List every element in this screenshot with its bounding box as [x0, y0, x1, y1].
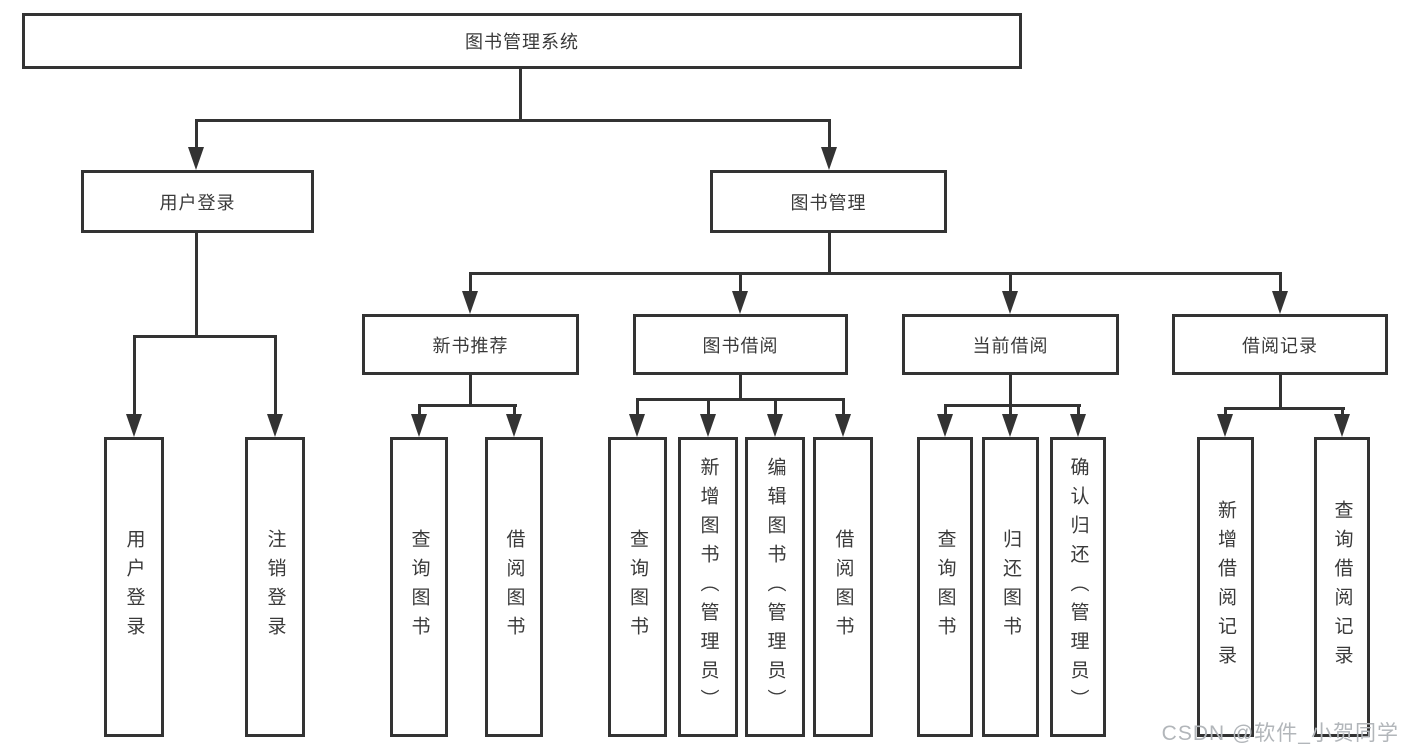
node-book-borrow: 图书借阅: [633, 314, 848, 375]
connector-line: [133, 335, 136, 417]
node-label: 图书管理: [790, 192, 867, 213]
arrow-down-icon: [835, 414, 851, 437]
node-library-management-system: 图书管理系统: [22, 13, 1022, 69]
arrow-down-icon: [732, 291, 748, 314]
connector-line: [774, 398, 777, 417]
node-label: 查询图书: [934, 529, 956, 645]
arrow-down-icon: [937, 414, 953, 437]
node-label: 查询借阅记录: [1331, 500, 1353, 674]
arrow-down-icon: [188, 147, 204, 170]
node-leaf-query-book-1: 查询图书: [390, 437, 448, 737]
arrow-down-icon: [267, 414, 283, 437]
node-label: 借阅图书: [832, 529, 854, 645]
node-leaf-edit-book-admin: 编辑图书（管理员）: [745, 437, 805, 737]
node-leaf-confirm-return-admin: 确认归还（管理员）: [1050, 437, 1106, 737]
arrow-down-icon: [1002, 414, 1018, 437]
connector-line: [1009, 272, 1012, 294]
connector-line: [418, 404, 517, 407]
node-label: 编辑图书（管理员）: [764, 456, 786, 718]
connector-line: [944, 404, 947, 418]
node-label: 查询图书: [408, 529, 430, 645]
node-label: 借阅图书: [503, 529, 525, 645]
csdn-watermark: CSDN @软件_小贺同学: [1161, 722, 1399, 745]
node-label: 借阅记录: [1242, 335, 1318, 356]
connector-line: [707, 398, 710, 417]
connector-line: [1224, 407, 1345, 410]
connector-line: [513, 404, 516, 418]
connector-line: [274, 335, 277, 417]
node-label: 确认归还（管理员）: [1067, 456, 1089, 718]
node-label: 新增图书（管理员）: [697, 456, 719, 718]
connector-line: [469, 272, 472, 294]
arrow-down-icon: [411, 414, 427, 437]
connector-line: [133, 335, 277, 338]
arrow-down-icon: [506, 414, 522, 437]
connector-line: [828, 233, 831, 275]
arrow-down-icon: [1070, 414, 1086, 437]
node-leaf-logout: 注销登录: [245, 437, 305, 737]
node-current-borrow: 当前借阅: [902, 314, 1119, 375]
node-label: 用户登录: [159, 192, 236, 213]
arrow-down-icon: [700, 414, 716, 437]
node-borrow-record: 借阅记录: [1172, 314, 1388, 375]
connector-line: [195, 233, 198, 338]
node-label: 当前借阅: [972, 335, 1049, 356]
node-leaf-borrow-book-1: 借阅图书: [485, 437, 543, 737]
node-user-login: 用户登录: [81, 170, 314, 233]
arrow-down-icon: [629, 414, 645, 437]
connector-line: [1279, 272, 1282, 294]
node-leaf-query-book-3: 查询图书: [917, 437, 973, 737]
node-label: 新书推荐: [432, 335, 509, 356]
node-leaf-add-borrow-record: 新增借阅记录: [1197, 437, 1254, 737]
node-label: 查询图书: [627, 529, 648, 645]
node-label: 图书借阅: [702, 335, 779, 356]
node-new-book-recommend: 新书推荐: [362, 314, 579, 375]
connector-line: [636, 398, 639, 417]
connector-line: [842, 398, 845, 417]
connector-line: [195, 119, 198, 149]
connector-line: [519, 68, 522, 122]
node-label: 新增借阅记录: [1215, 500, 1236, 674]
arrow-down-icon: [1272, 291, 1288, 314]
node-book-management: 图书管理: [710, 170, 947, 233]
arrow-down-icon: [821, 147, 837, 170]
node-leaf-add-book-admin: 新增图书（管理员）: [678, 437, 738, 737]
node-label: 用户登录: [123, 529, 145, 645]
connector-line: [469, 375, 472, 407]
node-leaf-user-login: 用户登录: [104, 437, 164, 737]
arrow-down-icon: [1002, 291, 1018, 314]
arrow-down-icon: [126, 414, 142, 437]
connector-line: [418, 404, 421, 418]
connector-line: [739, 272, 742, 294]
node-label: 归还图书: [1000, 529, 1021, 645]
connector-line: [1009, 375, 1012, 407]
node-leaf-query-book-2: 查询图书: [608, 437, 667, 737]
connector-line: [469, 272, 1282, 275]
arrow-down-icon: [1334, 414, 1350, 437]
connector-line: [1341, 407, 1344, 418]
arrow-down-icon: [767, 414, 783, 437]
arrow-down-icon: [1217, 414, 1233, 437]
connector-line: [1077, 404, 1080, 418]
connector-line: [944, 404, 1081, 407]
connector-line: [828, 119, 831, 149]
node-leaf-borrow-book-2: 借阅图书: [813, 437, 873, 737]
connector-line: [1224, 407, 1227, 418]
connector-line: [636, 398, 845, 401]
connector-line: [1009, 404, 1012, 418]
connector-line: [1279, 375, 1282, 410]
node-leaf-query-borrow-record: 查询借阅记录: [1314, 437, 1370, 737]
node-label: 注销登录: [264, 529, 286, 645]
connector-line: [195, 119, 831, 122]
connector-line: [739, 375, 742, 401]
node-leaf-return-book: 归还图书: [982, 437, 1039, 737]
arrow-down-icon: [462, 291, 478, 314]
node-label: 图书管理系统: [465, 32, 579, 52]
